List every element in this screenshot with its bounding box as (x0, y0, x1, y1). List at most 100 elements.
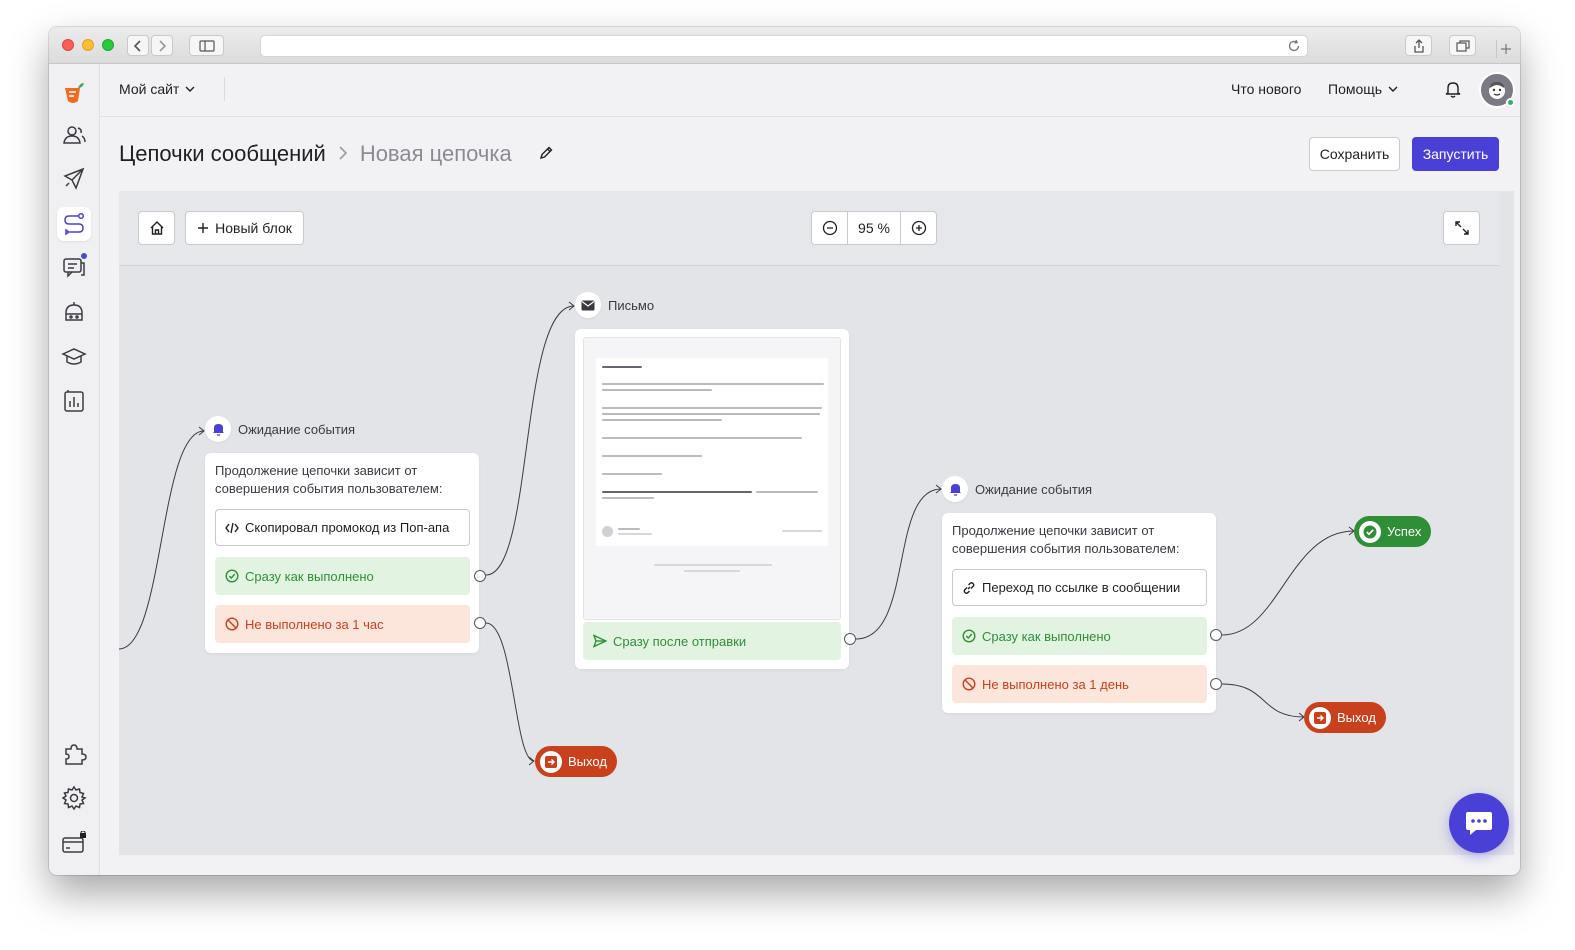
flow-canvas[interactable]: Новый блок 95 % (119, 191, 1514, 855)
chevron-down-icon (1388, 86, 1398, 92)
wait1-card[interactable]: Продолжение цепочки зависит от совершени… (205, 453, 479, 653)
wait1-title: Ожидание события (238, 421, 356, 437)
success-node-label: Успех (1387, 524, 1422, 539)
logo[interactable] (57, 76, 91, 110)
plus-icon (198, 223, 209, 233)
fullscreen-button[interactable] (1443, 211, 1480, 245)
check-circle-icon (225, 569, 239, 583)
breadcrumb-parent[interactable]: Цепочки сообщений (119, 141, 326, 166)
zoom-control: 95 % (811, 211, 937, 245)
wait1-node-label[interactable]: Ожидание события (205, 416, 355, 442)
help-menu[interactable]: Помощь (1328, 81, 1398, 97)
wait1-description: Продолжение цепочки зависит от совершени… (215, 463, 443, 496)
sidebar-item-analytics[interactable] (57, 384, 91, 418)
canvas-toolbar: Новый блок 95 % (119, 191, 1500, 266)
sidebar-item-integrations[interactable] (57, 737, 91, 771)
wait1-success-branch[interactable]: Сразу как выполнено (215, 557, 470, 595)
wait1-event-select[interactable]: Скопировал промокод из Поп-апа (215, 509, 470, 546)
zoom-in-icon (911, 220, 926, 236)
pencil-icon (539, 146, 553, 160)
wait2-description: Продолжение цепочки зависит от совершени… (952, 523, 1180, 556)
new-block-label: Новый блок (215, 220, 292, 236)
online-status-dot (1506, 98, 1515, 107)
share-button[interactable] (1405, 35, 1432, 56)
chat-bubble-icon (1466, 812, 1492, 835)
email-sent-branch[interactable]: Сразу после отправки (583, 622, 841, 660)
wait2-fail-branch[interactable]: Не выполнено за 1 день (952, 665, 1207, 703)
address-bar[interactable] (260, 35, 1308, 57)
sidebar-toggle-button[interactable] (189, 35, 224, 56)
avatar[interactable] (1479, 72, 1515, 108)
carrot-logo-icon (65, 83, 84, 103)
wait2-fail-port[interactable] (1210, 678, 1222, 690)
breadcrumb-separator-icon (338, 143, 348, 166)
email-sent-port[interactable] (844, 633, 856, 645)
exit-icon (540, 750, 562, 773)
rocket-icon (63, 167, 85, 190)
wait1-event-label: Скопировал промокод из Поп-апа (245, 520, 450, 535)
sidebar-item-chains[interactable] (57, 207, 91, 241)
sidebar-item-bots[interactable] (57, 296, 91, 330)
sidebar-item-billing[interactable] (57, 827, 91, 861)
home-button[interactable] (138, 211, 175, 245)
tabs-overview-button[interactable] (1449, 35, 1476, 56)
page-title: Новая цепочка (359, 141, 512, 166)
tabs-icon (1455, 39, 1470, 52)
exit-node-2[interactable]: Выход (1304, 702, 1386, 733)
close-window-button[interactable] (62, 39, 74, 51)
send-icon (593, 634, 607, 648)
arrowhead-icon (528, 756, 535, 766)
email-sent-label: Сразу после отправки (613, 633, 747, 649)
connector-wait1-to-exit1 (485, 622, 535, 762)
wait2-success-port[interactable] (1210, 629, 1222, 641)
save-button[interactable]: Сохранить (1309, 137, 1400, 171)
wait2-card[interactable]: Продолжение цепочки зависит от совершени… (942, 513, 1216, 713)
bell-icon (205, 416, 231, 442)
email-card[interactable]: Сразу после отправки (575, 329, 849, 669)
email-node-label[interactable]: Письмо (575, 292, 654, 318)
sidebar-item-education[interactable] (57, 340, 91, 374)
envelope-icon (575, 292, 601, 318)
run-button[interactable]: Запустить (1412, 137, 1499, 171)
wait1-fail-port[interactable] (474, 617, 486, 629)
billing-icon (62, 831, 86, 853)
zoom-out-button[interactable] (812, 212, 848, 244)
sidebar-icon (198, 39, 215, 52)
arrowhead-icon (198, 426, 205, 436)
wait1-fail-branch[interactable]: Не выполнено за 1 час (215, 605, 470, 643)
whats-new-link[interactable]: Что нового (1231, 81, 1301, 97)
education-icon (61, 348, 87, 365)
sidebar-item-chats[interactable] (57, 250, 91, 284)
success-node[interactable]: Успех (1354, 516, 1432, 547)
notifications-button[interactable] (1445, 80, 1461, 103)
ban-icon (225, 617, 239, 631)
app-sidebar (49, 64, 100, 875)
new-tab-button[interactable] (1496, 40, 1514, 58)
chevron-right-icon (159, 39, 167, 52)
forward-button[interactable] (151, 35, 173, 56)
email-preview-thumbnail[interactable] (583, 337, 841, 620)
back-button[interactable] (127, 35, 149, 56)
zoom-level: 95 % (858, 220, 890, 236)
breadcrumb: Цепочки сообщений Новая цепочка (119, 141, 554, 167)
ban-icon (962, 677, 976, 691)
wait2-event-select[interactable]: Переход по ссылке в сообщении (952, 569, 1207, 606)
reload-icon[interactable] (1287, 39, 1301, 53)
wait1-success-port[interactable] (474, 570, 486, 582)
maximize-window-button[interactable] (102, 39, 114, 51)
wait1-fail-label: Не выполнено за 1 час (245, 616, 384, 632)
minimize-window-button[interactable] (82, 39, 94, 51)
zoom-in-button[interactable] (900, 212, 936, 244)
sidebar-item-users[interactable] (57, 118, 91, 152)
wait2-node-label[interactable]: Ожидание события (942, 476, 1092, 502)
sidebar-item-campaigns[interactable] (57, 162, 91, 196)
exit-node-1[interactable]: Выход (535, 746, 617, 777)
edit-title-button[interactable] (538, 141, 554, 167)
new-block-button[interactable]: Новый блок (185, 211, 304, 245)
support-chat-button[interactable] (1449, 793, 1509, 853)
connector-wait2-to-exit2 (1221, 683, 1305, 718)
expand-icon (1454, 221, 1469, 235)
site-selector[interactable]: Мой сайт (119, 81, 195, 97)
wait2-success-branch[interactable]: Сразу как выполнено (952, 617, 1207, 655)
sidebar-item-settings[interactable] (57, 781, 91, 815)
